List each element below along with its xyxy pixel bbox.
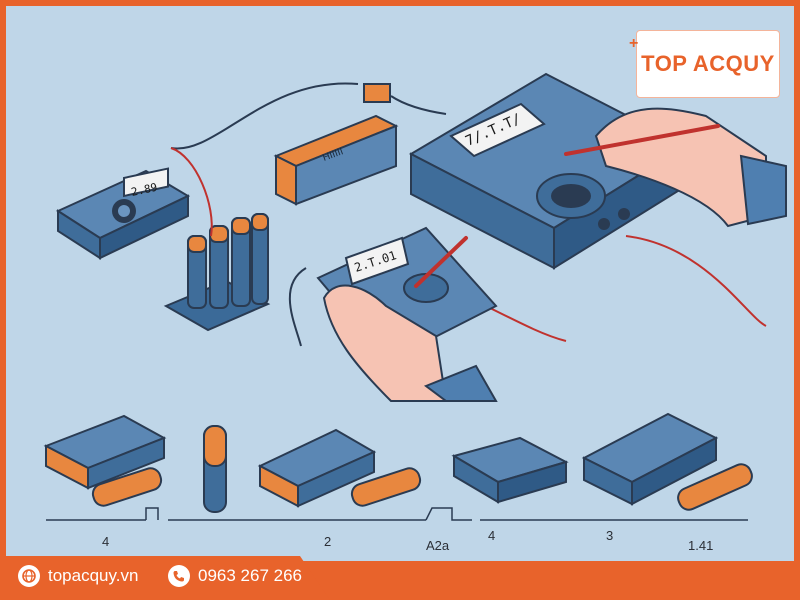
small-multimeter: [55, 167, 191, 260]
timeline-label-4: 4: [488, 528, 496, 543]
timeline-label-5: 3: [606, 528, 614, 543]
wire-4: [288, 267, 307, 347]
probe-2: [414, 236, 468, 288]
footer-tab: [0, 556, 330, 600]
battery-tray-2: [257, 428, 377, 508]
single-cell-lying-2: [350, 467, 422, 507]
probe-1: [564, 124, 720, 156]
website-text: topacquy.vn: [48, 566, 139, 585]
brand-logo-text: TOP ACQUY: [641, 51, 775, 76]
battery-cell-group: [163, 213, 271, 332]
battery-tray-1: [43, 414, 167, 490]
brand-logo[interactable]: + TOP ACQUY: [629, 30, 780, 98]
plus-icon: +: [629, 35, 639, 52]
sleeve-right: [739, 154, 787, 226]
timeline-label-3: A2a: [426, 538, 450, 553]
wire-2: [170, 147, 213, 237]
phone-text: 0963 267 266: [198, 566, 302, 585]
timeline: [46, 507, 748, 521]
battery-tray-3: [451, 436, 569, 504]
wire-3: [390, 95, 447, 115]
timeline-label-6: 1.41: [688, 538, 714, 553]
phone-link[interactable]: 0963 267 266: [168, 565, 302, 587]
timeline-label-1: 4: [102, 534, 110, 549]
timeline-label-2: 2: [324, 534, 332, 549]
single-cell-lying-3: [677, 463, 753, 511]
hand-left: [322, 284, 448, 402]
small-meter-display: 2.89: [130, 181, 159, 199]
wire-5: [625, 235, 767, 327]
single-cell-upright: [203, 425, 227, 513]
battery-pack: [273, 83, 399, 206]
sleeve-left: [423, 364, 498, 402]
illustration-canvas: 2.89 HIIIII: [6, 6, 794, 561]
multimeter-illustration: 2.89 HIIIII: [43, 72, 787, 521]
website-link[interactable]: topacquy.vn: [18, 565, 138, 587]
battery-tray-4: [581, 412, 719, 506]
single-cell-lying-1: [91, 467, 163, 507]
wire-6: [485, 305, 567, 342]
wire-1: [170, 82, 359, 150]
globe-icon: [18, 565, 40, 587]
phone-icon: [168, 565, 190, 587]
